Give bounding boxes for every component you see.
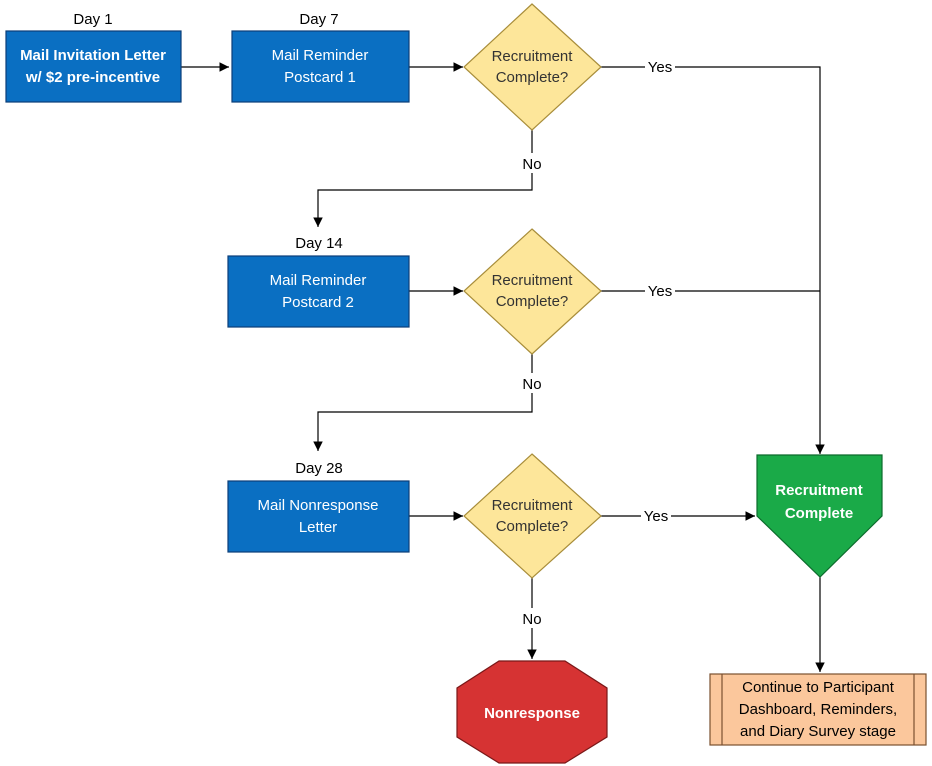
step-day28-box: Mail Nonresponse Letter — [227, 480, 410, 553]
day28-label: Day 28 — [295, 460, 343, 477]
step-day28-line2: Letter — [299, 519, 337, 536]
decision-1-yes-label: Yes — [648, 59, 672, 76]
recruitment-complete-line1: Recruitment — [775, 482, 863, 499]
step-day14-line1: Mail Reminder — [270, 272, 367, 289]
recruitment-complete-shape: Recruitment Complete — [756, 454, 883, 578]
decision-3-yes-label: Yes — [644, 508, 668, 525]
continue-line1: Continue to Participant — [742, 679, 895, 696]
connectors — [181, 62, 825, 672]
decision-1: Recruitment Complete? — [463, 3, 602, 131]
branch-labels: Yes No Yes No Yes No — [518, 58, 675, 628]
step-day14-line2: Postcard 2 — [282, 294, 354, 311]
day1-label: Day 1 — [73, 11, 112, 28]
decision-3-no-label: No — [522, 611, 541, 628]
step-day28-line1: Mail Nonresponse — [258, 497, 379, 514]
step-day7-line2: Postcard 1 — [284, 69, 356, 86]
step-day1-line2: w/ $2 pre-incentive — [25, 69, 160, 86]
step-day1-box: Mail Invitation Letter w/ $2 pre-incenti… — [5, 30, 182, 103]
step-day7-box: Mail Reminder Postcard 1 — [231, 30, 410, 103]
continue-process-box: Continue to Participant Dashboard, Remin… — [709, 673, 927, 746]
decision-2-line1: Recruitment — [492, 272, 574, 289]
arrow-decision1-yes — [601, 66, 825, 454]
arrow-decision1-no — [313, 130, 533, 227]
decision-1-line2: Complete? — [496, 69, 569, 86]
decision-2-line2: Complete? — [496, 293, 569, 310]
continue-line2: Dashboard, Reminders, — [739, 701, 897, 718]
nonresponse-shape: Nonresponse — [456, 660, 608, 764]
step-day1-line1: Mail Invitation Letter — [20, 47, 166, 64]
decision-2: Recruitment Complete? — [463, 228, 602, 355]
decision-3-line2: Complete? — [496, 518, 569, 535]
step-day7-line1: Mail Reminder — [272, 47, 369, 64]
decision-3: Recruitment Complete? — [463, 453, 602, 579]
decision-1-line1: Recruitment — [492, 48, 574, 65]
day7-label: Day 7 — [299, 11, 338, 28]
day14-label: Day 14 — [295, 235, 343, 252]
recruitment-complete-line2: Complete — [785, 505, 853, 522]
step-day14-box: Mail Reminder Postcard 2 — [227, 255, 410, 328]
decision-1-no-label: No — [522, 156, 541, 173]
arrow-decision2-no — [313, 354, 533, 451]
decision-2-yes-label: Yes — [648, 283, 672, 300]
continue-line3: and Diary Survey stage — [740, 723, 896, 740]
decision-3-line1: Recruitment — [492, 497, 574, 514]
decision-2-no-label: No — [522, 376, 541, 393]
nonresponse-label: Nonresponse — [484, 705, 580, 722]
